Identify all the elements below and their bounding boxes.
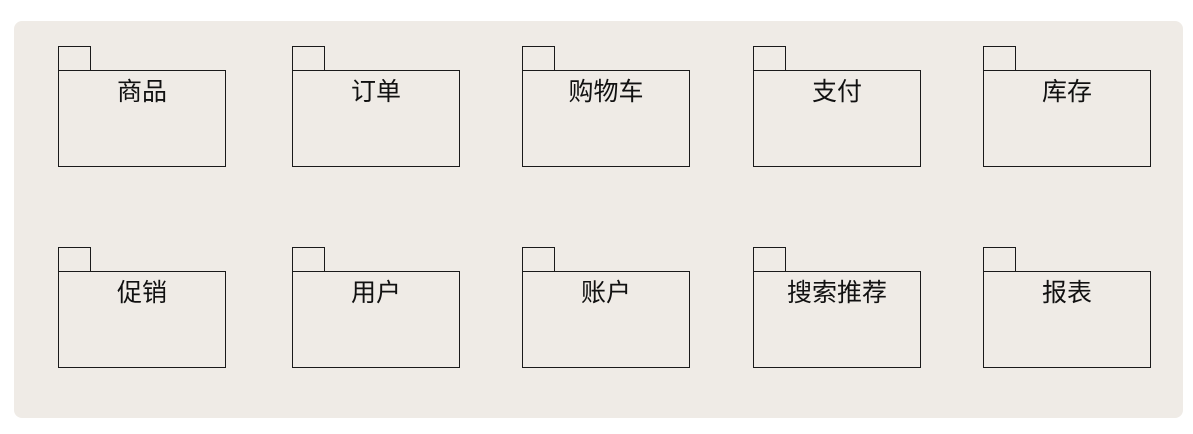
package-promotion: 促销 [58,247,226,368]
package-label: 订单 [350,77,401,106]
package-tab [58,247,91,272]
package-body: 用户 [292,271,460,368]
package-tab [753,46,786,71]
package-label: 商品 [116,77,167,106]
package-tab [983,247,1016,272]
package-tab [983,46,1016,71]
package-body: 搜索推荐 [753,271,921,368]
package-label: 账户 [580,278,631,307]
package-payment: 支付 [753,46,921,167]
package-body: 促销 [58,271,226,368]
package-body: 支付 [753,70,921,167]
package-label: 库存 [1041,77,1092,106]
package-label: 促销 [116,278,167,307]
package-search-recommend: 搜索推荐 [753,247,921,368]
package-user: 用户 [292,247,460,368]
package-inventory: 库存 [983,46,1151,167]
package-tab [58,46,91,71]
diagram-canvas: 商品 订单 购物车 支付 库存 促销 用户 [14,21,1183,418]
package-tab [522,46,555,71]
package-account: 账户 [522,247,690,368]
package-tab [292,46,325,71]
package-label: 报表 [1041,278,1092,307]
package-body: 商品 [58,70,226,167]
package-label: 用户 [350,278,401,307]
package-body: 购物车 [522,70,690,167]
package-report: 报表 [983,247,1151,368]
package-tab [522,247,555,272]
package-order: 订单 [292,46,460,167]
package-body: 账户 [522,271,690,368]
package-cart: 购物车 [522,46,690,167]
package-body: 订单 [292,70,460,167]
package-tab [292,247,325,272]
package-label: 购物车 [568,77,644,106]
package-product: 商品 [58,46,226,167]
package-body: 库存 [983,70,1151,167]
package-tab [753,247,786,272]
package-body: 报表 [983,271,1151,368]
package-label: 搜索推荐 [786,278,887,307]
package-label: 支付 [811,77,862,106]
